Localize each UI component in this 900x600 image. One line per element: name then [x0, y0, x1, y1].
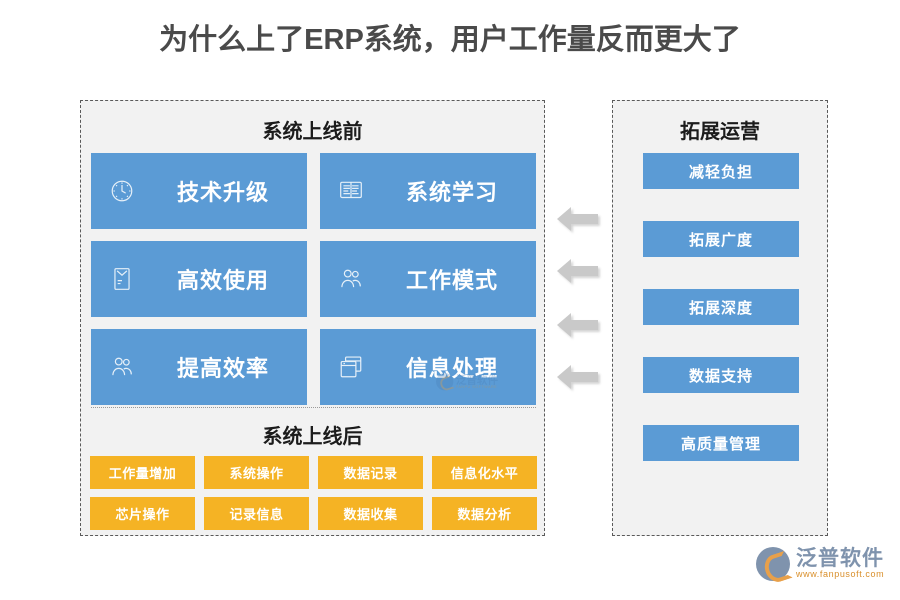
post-golive-tag-grid: 工作量增加 系统操作 数据记录 信息化水平 芯片操作 记录信息 数据收集 数据分…: [90, 456, 537, 530]
card-label: 信息处理: [405, 356, 498, 381]
card-label: 提高效率: [176, 356, 269, 381]
tag-item[interactable]: 数据收集: [318, 497, 423, 530]
pre-golive-card-grid: 技术升级 系统学习: [91, 153, 536, 405]
right-list-item[interactable]: 高质量管理: [643, 425, 799, 461]
card-label: 高效使用: [176, 268, 269, 293]
card-information-processing[interactable]: 信息处理: [320, 329, 536, 405]
arrow-left-icon: [557, 204, 598, 234]
card-label: 工作模式: [405, 268, 498, 293]
clock-icon: [109, 178, 135, 204]
arrow-left-icon: [557, 310, 598, 340]
expansion-operation-list: 减轻负担 拓展广度 拓展深度 数据支持 高质量管理: [643, 153, 799, 461]
tag-item[interactable]: 芯片操作: [90, 497, 195, 530]
card-work-mode[interactable]: 工作模式: [320, 241, 536, 317]
card-label: 系统学习: [405, 180, 498, 205]
left-panel: 系统上线前 技术升级: [80, 100, 545, 536]
right-list-item[interactable]: 拓展广度: [643, 221, 799, 257]
people-group-icon: [338, 266, 364, 292]
card-improve-efficiency[interactable]: 提高效率: [91, 329, 307, 405]
tag-item[interactable]: 工作量增加: [90, 456, 195, 489]
document-envelope-icon: [109, 266, 135, 292]
arrow-left-icon: [557, 362, 598, 392]
brand-url: www.fanpusoft.com: [796, 569, 885, 580]
presentation-screen-icon: [338, 178, 364, 204]
tag-item[interactable]: 数据分析: [432, 497, 537, 530]
fanpu-logo-mark-icon: [756, 547, 790, 581]
card-system-learning[interactable]: 系统学习: [320, 153, 536, 229]
brand-name: 泛普软件: [796, 547, 884, 571]
card-technology-upgrade[interactable]: 技术升级: [91, 153, 307, 229]
post-golive-title: 系统上线后: [262, 426, 363, 448]
tag-item[interactable]: 数据记录: [318, 456, 423, 489]
people-group-icon: [109, 354, 135, 380]
right-panel: 拓展运营 减轻负担 拓展广度 拓展深度 数据支持 高质量管理: [612, 100, 828, 536]
arrow-left-icon: [557, 256, 598, 286]
page-title: 为什么上了ERP系统，用户工作量反而更大了: [159, 24, 741, 56]
window-layers-icon: [338, 354, 364, 380]
left-panel-title: 系统上线前: [262, 121, 363, 143]
tag-item[interactable]: 记录信息: [204, 497, 309, 530]
tag-item[interactable]: 信息化水平: [432, 456, 537, 489]
right-list-item[interactable]: 数据支持: [643, 357, 799, 393]
right-panel-title: 拓展运营: [680, 121, 760, 143]
brand-logo: 泛普软件 www.fanpusoft.com: [756, 547, 884, 581]
card-label: 技术升级: [176, 180, 269, 205]
card-efficient-use[interactable]: 高效使用: [91, 241, 307, 317]
section-divider: [91, 407, 536, 408]
tag-item[interactable]: 系统操作: [204, 456, 309, 489]
right-list-item[interactable]: 减轻负担: [643, 153, 799, 189]
right-list-item[interactable]: 拓展深度: [643, 289, 799, 325]
